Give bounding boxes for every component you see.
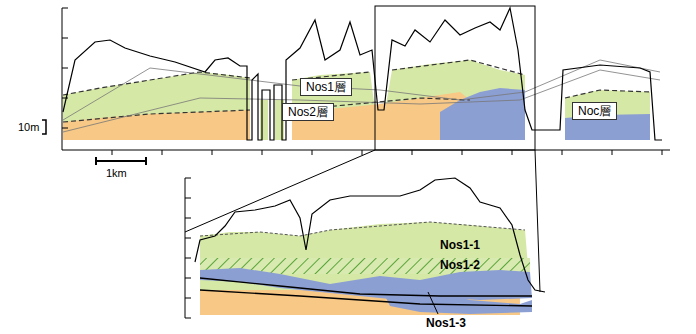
layer-label-box: Noc層 <box>572 102 617 120</box>
inset-layers <box>200 222 532 315</box>
geologic-layers <box>63 60 660 140</box>
scale-label: 1km <box>106 166 127 180</box>
layer-label-box: Nos2層 <box>282 103 334 121</box>
sublayer-label: Nos1-2 <box>440 258 480 272</box>
scale-label: 10m <box>18 120 39 134</box>
axes <box>42 8 670 165</box>
inset-terrain <box>195 178 545 292</box>
sublayer-label: Nos1-1 <box>440 238 480 252</box>
layer-name: Noc層 <box>578 104 611 118</box>
leader-line <box>428 292 438 314</box>
layer-name: Nos2層 <box>288 105 328 119</box>
zoom-frame <box>185 6 540 292</box>
layer-label-box: Nos1層 <box>300 78 352 96</box>
layer-name: Nos1層 <box>306 80 346 94</box>
terrain-profile <box>63 8 662 140</box>
sublayer-label: Nos1-3 <box>426 316 466 330</box>
inset-axis <box>185 178 438 318</box>
